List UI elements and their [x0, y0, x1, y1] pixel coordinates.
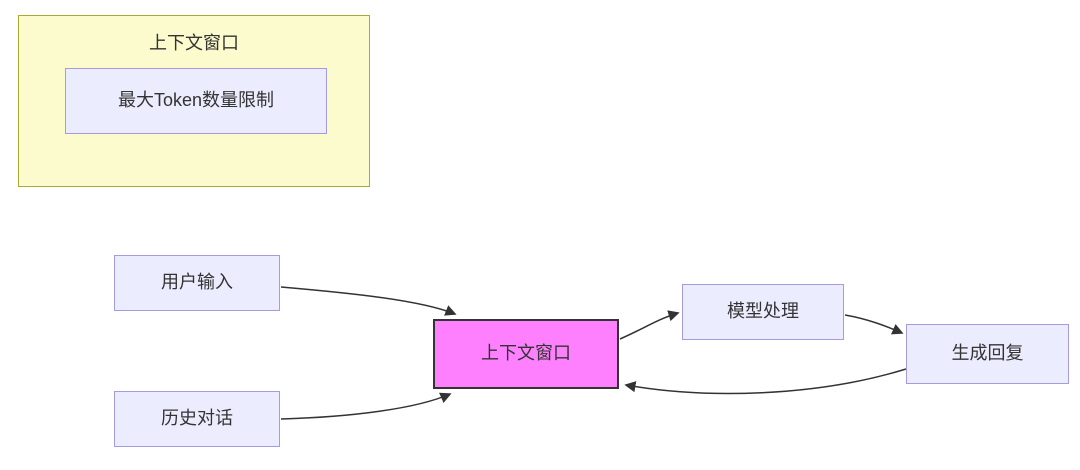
node-label: 上下文窗口 — [481, 343, 571, 364]
node-history-dialogue: 历史对话 — [114, 391, 280, 447]
edge-reply-to-context — [624, 368, 907, 395]
node-max-token-limit: 最大Token数量限制 — [65, 68, 327, 134]
subgraph-context-window: 上下文窗口 最大Token数量限制 — [18, 15, 370, 187]
node-label: 模型处理 — [727, 301, 799, 322]
node-label: 用户输入 — [161, 272, 233, 293]
node-context-window: 上下文窗口 — [433, 319, 619, 389]
node-generate-reply: 生成回复 — [906, 324, 1069, 384]
node-label: 生成回复 — [951, 343, 1024, 364]
edge-context-to-model — [619, 310, 680, 340]
node-label: 历史对话 — [161, 408, 233, 429]
node-model-process: 模型处理 — [682, 284, 844, 340]
edge-history-to-context — [280, 392, 452, 420]
node-user-input: 用户输入 — [114, 255, 280, 311]
edge-user-to-context — [280, 286, 457, 316]
subgraph-title: 上下文窗口 — [149, 33, 239, 53]
node-label: 最大Token数量限制 — [117, 90, 275, 111]
edge-model-to-reply — [844, 314, 904, 335]
